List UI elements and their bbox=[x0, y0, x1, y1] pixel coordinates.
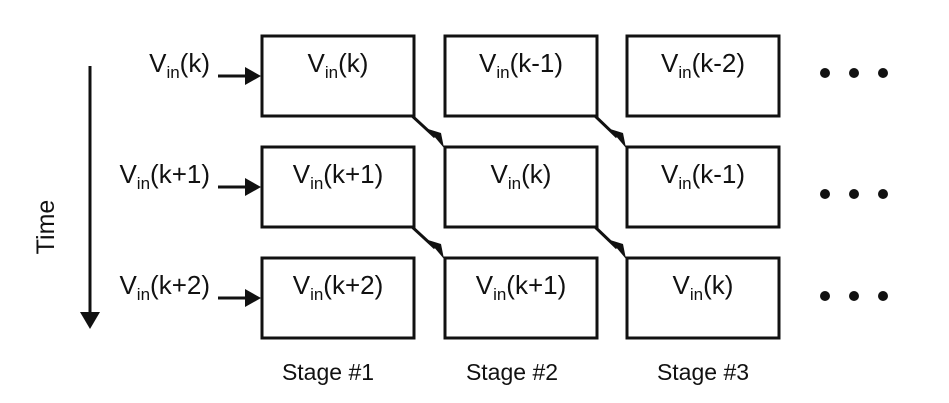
transfer-arrows bbox=[408, 112, 626, 259]
input-row-2: Vin(k+1) bbox=[119, 159, 261, 196]
stage-box bbox=[260, 145, 416, 229]
input-label-1: Vin(k) bbox=[149, 48, 210, 82]
stage-captions: Stage #1 Stage #2 Stage #3 bbox=[282, 359, 749, 385]
cell-label: Vin(k+1) bbox=[293, 159, 384, 193]
transfer-arrow-head-r1-s1 bbox=[428, 129, 444, 148]
transfer-arrow-head-r1-s2 bbox=[610, 129, 626, 148]
transfer-arrow-line-r1-s2 bbox=[591, 112, 619, 139]
stage-label-1: Stage #1 bbox=[282, 359, 374, 385]
input-arrow-head-3 bbox=[245, 289, 261, 307]
cell-label: Vin(k) bbox=[491, 159, 552, 193]
transfer-arrow-head-r2-s2 bbox=[610, 240, 626, 259]
cell-r1-s1: Vin(k) bbox=[260, 34, 416, 118]
cell-r1-s3: Vin(k-2) bbox=[625, 34, 781, 118]
transfer-arrow-head-r2-s1 bbox=[428, 240, 444, 259]
cell-label: Vin(k-1) bbox=[661, 159, 745, 193]
cell-r3-s1: Vin(k+2) bbox=[260, 256, 416, 340]
cell-r2-s3: Vin(k-1) bbox=[625, 145, 781, 229]
cell-label: Vin(k+2) bbox=[293, 270, 384, 304]
cell-r3-s2: Vin(k+1) bbox=[443, 256, 599, 340]
cell-label: Vin(k) bbox=[673, 270, 734, 304]
input-arrow-head-2 bbox=[245, 178, 261, 196]
ellipsis-icon bbox=[820, 189, 888, 199]
cell-r2-s2: Vin(k) bbox=[443, 145, 599, 229]
stage-box bbox=[625, 256, 781, 340]
cell-label: Vin(k-2) bbox=[661, 48, 745, 82]
stage-label-3: Stage #3 bbox=[657, 359, 749, 385]
transfer-arrow-line-r2-s2 bbox=[591, 223, 619, 250]
continuation-dots bbox=[820, 68, 888, 301]
stage-grid: Vin(k) Vin(k-1) Vin(k-2) Vin(k+1) Vin(k)… bbox=[260, 34, 781, 340]
cell-label: Vin(k) bbox=[308, 48, 369, 82]
cell-label: Vin(k+1) bbox=[476, 270, 567, 304]
stage-box bbox=[443, 256, 599, 340]
cell-r1-s2: Vin(k-1) bbox=[443, 34, 599, 118]
input-row-1: Vin(k) bbox=[149, 48, 261, 85]
stage-label-2: Stage #2 bbox=[466, 359, 558, 385]
input-arrow-head-1 bbox=[245, 67, 261, 85]
input-row-3: Vin(k+2) bbox=[119, 270, 261, 307]
time-axis: Time bbox=[32, 66, 100, 329]
stage-box bbox=[443, 34, 599, 118]
inputs: Vin(k) Vin(k+1) Vin(k+2) bbox=[119, 48, 261, 307]
transfer-arrow-line-r1-s1 bbox=[408, 112, 437, 139]
stage-box bbox=[443, 145, 599, 229]
transfer-arrow-line-r2-s1 bbox=[408, 223, 437, 250]
cell-label: Vin(k-1) bbox=[479, 48, 563, 82]
stage-box bbox=[260, 256, 416, 340]
stage-box bbox=[625, 145, 781, 229]
stage-box bbox=[260, 34, 416, 118]
stage-box bbox=[625, 34, 781, 118]
time-arrow-head bbox=[80, 312, 100, 329]
ellipsis-icon bbox=[820, 68, 888, 78]
cell-r3-s3: Vin(k) bbox=[625, 256, 781, 340]
ellipsis-icon bbox=[820, 291, 888, 301]
cell-r2-s1: Vin(k+1) bbox=[260, 145, 416, 229]
input-label-3: Vin(k+2) bbox=[119, 270, 210, 304]
time-label: Time bbox=[32, 200, 60, 255]
input-label-2: Vin(k+1) bbox=[119, 159, 210, 193]
